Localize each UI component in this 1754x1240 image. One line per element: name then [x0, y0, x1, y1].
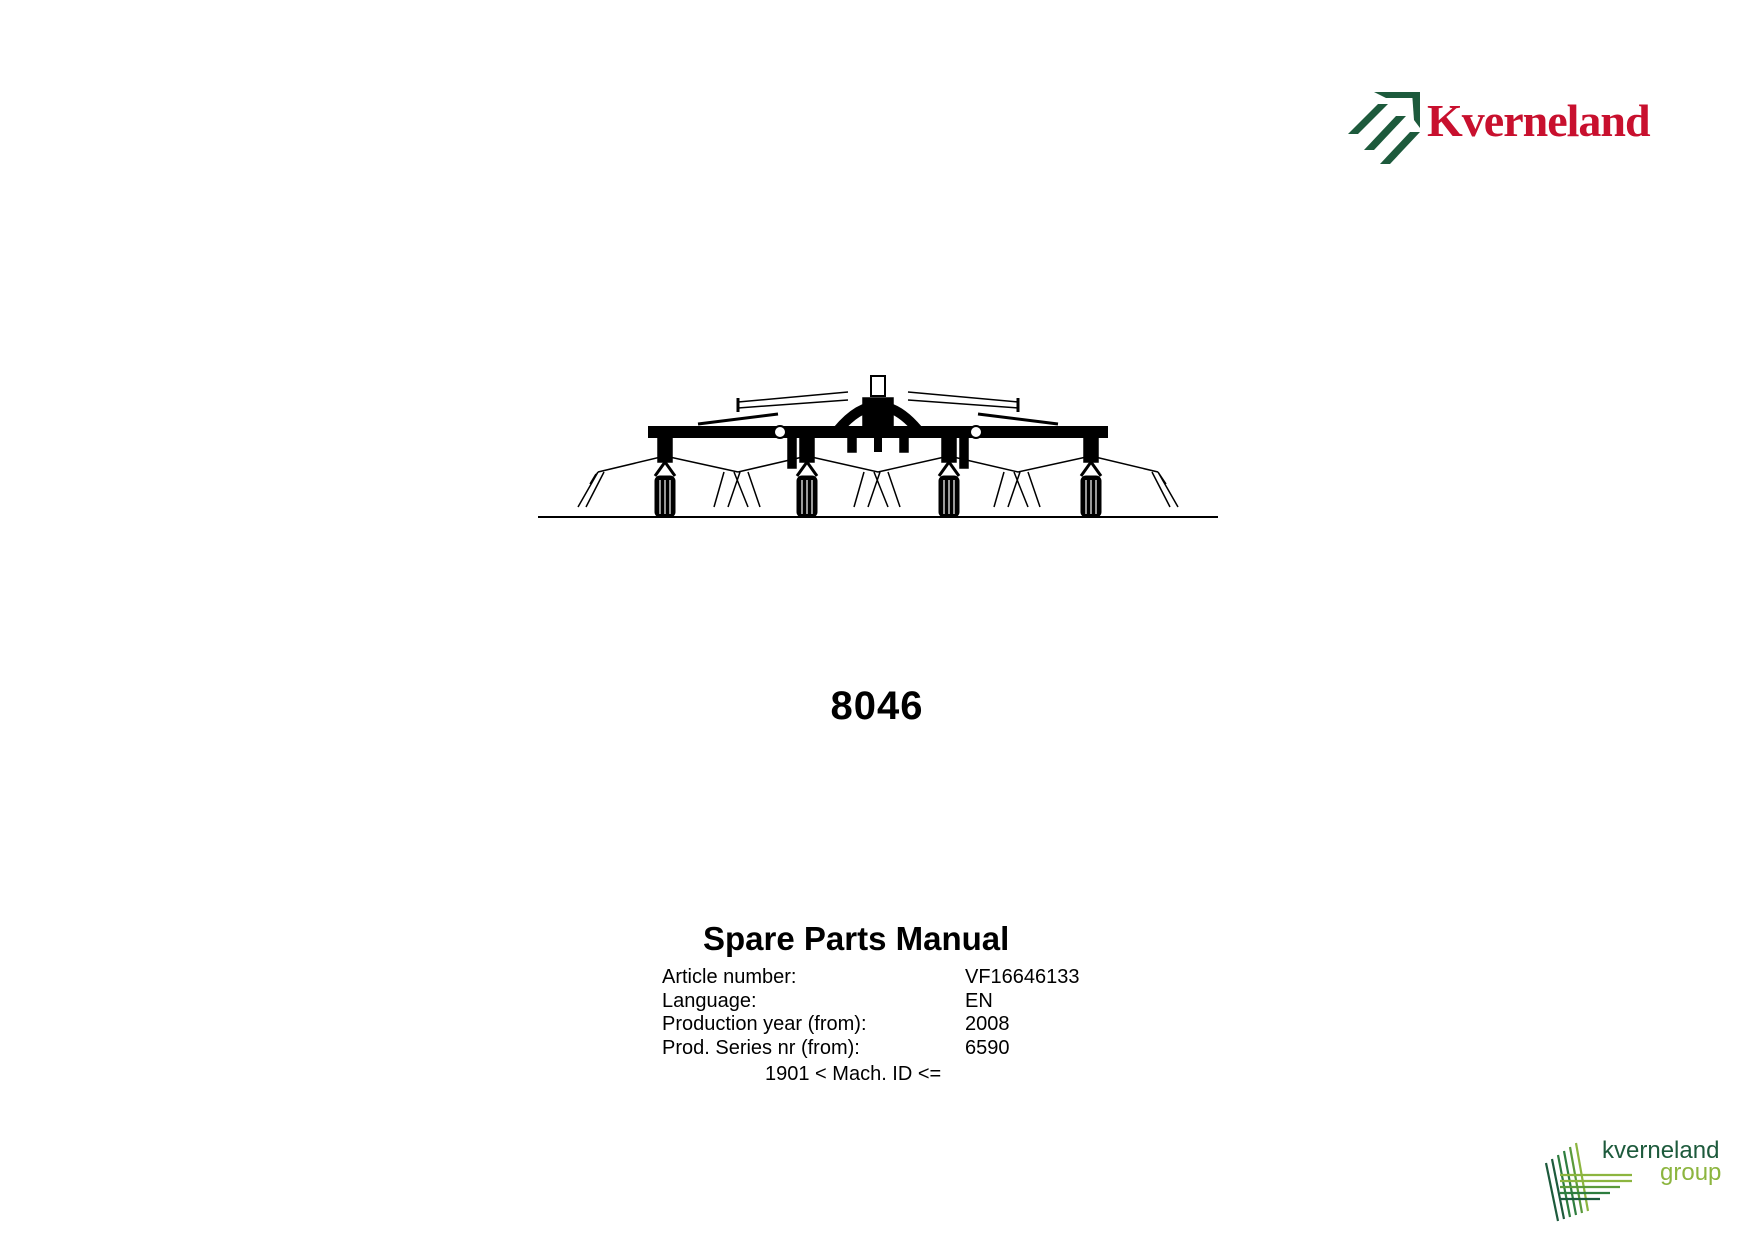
info-label: Production year (from):: [662, 1013, 867, 1035]
manual-title: Spare Parts Manual: [703, 920, 1010, 957]
info-row-production-year: Production year (from): 2008: [662, 1013, 1080, 1037]
group-logo-line2: group: [1660, 1159, 1722, 1186]
info-row-series-number: Prod. Series nr (from): 6590: [662, 1037, 1080, 1061]
kverneland-logo: Kverneland: [1344, 88, 1674, 168]
info-label: Prod. Series nr (from):: [662, 1036, 860, 1059]
info-row-article-number: Article number: VF16646133: [662, 966, 1080, 990]
machine-id-note: 1901 < Mach. ID <=: [765, 1063, 942, 1085]
info-label: Language:: [662, 989, 757, 1012]
info-value: 2008: [965, 1013, 1010, 1035]
info-value: 6590: [965, 1036, 1010, 1059]
kverneland-group-stripes-logo-icon: [1544, 1142, 1632, 1222]
kverneland-arrow-logo-icon: [1348, 92, 1420, 164]
info-label: Article number:: [662, 966, 797, 988]
info-row-language: Language: EN: [662, 990, 1080, 1014]
brand-name: Kverneland: [1427, 95, 1651, 146]
kverneland-group-logo: kverneland group: [1540, 1135, 1730, 1225]
info-value: EN: [965, 989, 993, 1012]
group-logo-line1: kverneland: [1602, 1137, 1720, 1164]
manual-info-table: Article number: VF16646133 Language: EN …: [662, 966, 1080, 1060]
tedder-machine-drawing: [538, 372, 1218, 522]
info-value: VF16646133: [965, 966, 1080, 988]
model-number: 8046: [830, 684, 924, 728]
